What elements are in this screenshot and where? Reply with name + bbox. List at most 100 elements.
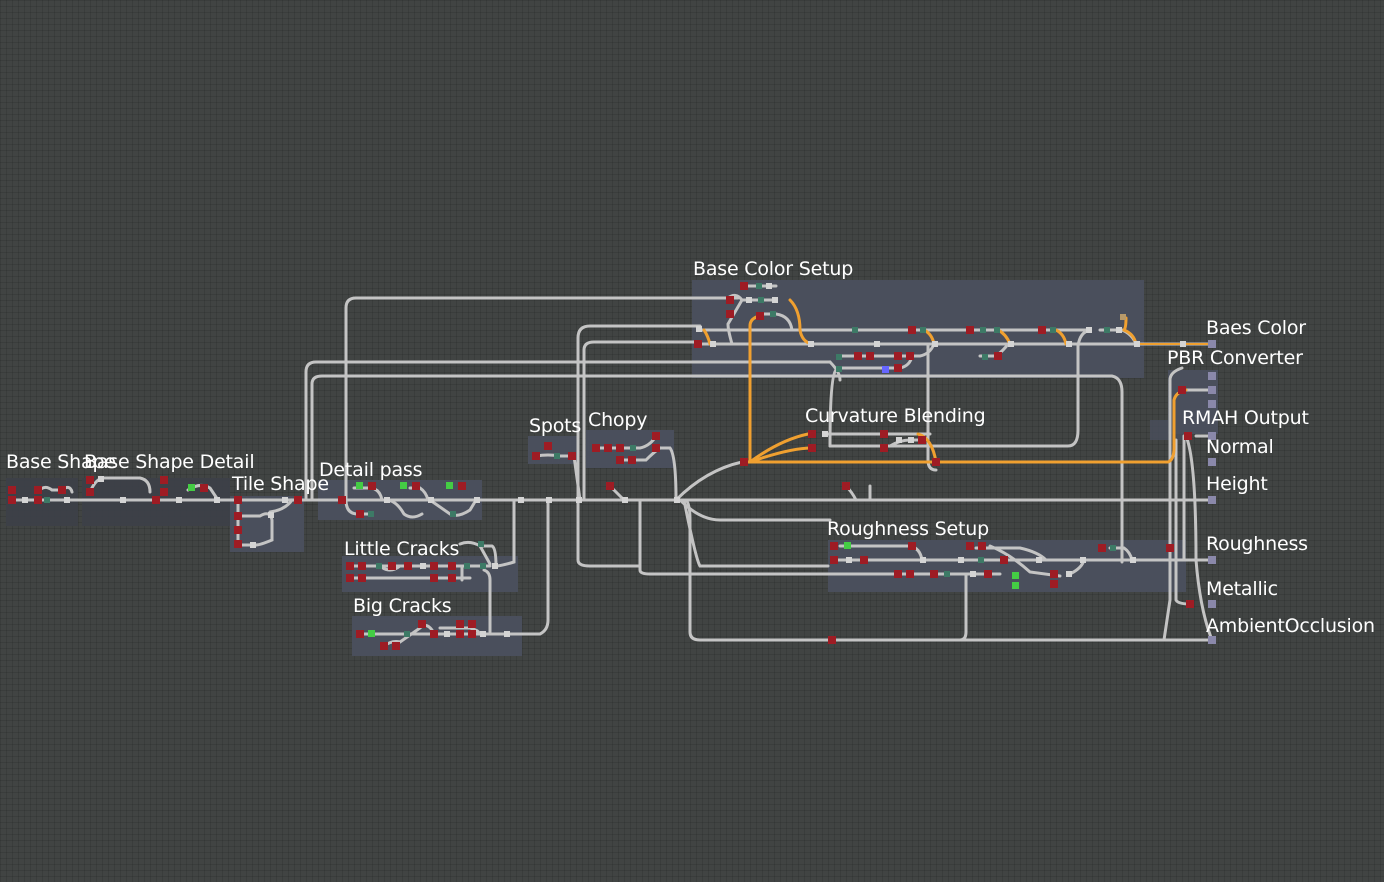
node-lc-red-2[interactable] [346,574,354,582]
node-bcs-gray-6[interactable] [808,341,814,347]
frame-title-little-cracks[interactable]: Little Cracks [344,538,460,560]
node-ts-red-3[interactable] [234,526,242,534]
node-lc-red-5[interactable] [388,562,396,570]
node-ch-red-5[interactable] [628,456,636,464]
node-bc-gray-2[interactable] [480,631,486,637]
node-rs-red-8[interactable] [906,570,914,578]
node-bc-red-7[interactable] [456,630,464,638]
node-rs-gray-8[interactable] [1130,557,1136,563]
node-bsd-red-3[interactable] [160,476,168,484]
node-dp-red-3[interactable] [458,482,466,490]
node-bc-red-9[interactable] [468,630,476,638]
node-bsd-red-1[interactable] [86,476,94,484]
node-bcs-teal-9[interactable] [1104,327,1110,333]
node-dp-gray-1[interactable] [384,497,390,503]
node-cb-red-1[interactable] [740,458,748,466]
node-lc-teal-4[interactable] [478,541,484,547]
node-lc-red-8[interactable] [430,574,438,582]
node-cb-red-6[interactable] [918,436,926,444]
node-rs-red-9[interactable] [930,570,938,578]
node-rs-red-16[interactable] [1186,600,1194,608]
node-bcs-red-10[interactable] [866,352,874,360]
node-lc-gray-3[interactable] [518,497,524,503]
node-rs-red-3[interactable] [860,556,868,564]
node-ch-red-2[interactable] [604,444,612,452]
node-ch-red-1[interactable] [592,444,600,452]
node-bcs-teal-2[interactable] [758,297,764,303]
node-rs-gray-6[interactable] [1066,571,1072,577]
node-bcs-red-14[interactable] [994,352,1002,360]
node-dp-teal-2[interactable] [450,511,456,517]
node-bcs-red-6[interactable] [908,326,916,334]
output-port-base-color[interactable] [1208,340,1216,348]
node-bcs-teal-10[interactable] [836,354,842,360]
output-port-metallic[interactable] [1208,600,1216,608]
node-bcs-gray-13[interactable] [1134,341,1140,347]
node-bsd-red-5[interactable] [200,484,208,492]
node-lc-red-6[interactable] [404,562,412,570]
node-bcs-gray-2[interactable] [746,297,752,303]
node-bsd-red-2[interactable] [86,488,94,496]
node-bsd-red-4[interactable] [160,488,168,496]
node-rs-red-4[interactable] [908,542,916,550]
node-rs-gray-4[interactable] [970,571,976,577]
frame-title-spots[interactable]: Spots [529,415,582,437]
frame-title-detail-pass[interactable]: Detail pass [319,459,423,481]
node-ts-gray-3[interactable] [282,497,288,503]
node-bcs-gray-4[interactable] [696,326,702,332]
node-dp-green-3[interactable] [446,482,453,489]
node-bs-teal-1[interactable] [44,497,50,503]
output-port-rmah[interactable] [1208,432,1216,440]
node-rs-gray-1[interactable] [846,557,852,563]
node-cb-gray-1[interactable] [822,431,828,437]
node-bs-red-4[interactable] [34,496,42,504]
node-dp-red-2[interactable] [412,482,420,490]
frame-title-tile-shape[interactable]: Tile Shape [232,473,329,495]
node-ts-gray-2[interactable] [268,512,274,518]
node-rs-red-15[interactable] [1166,544,1174,552]
node-ch-red-6[interactable] [652,432,660,440]
node-bs-red-1[interactable] [8,486,16,494]
node-bcs-red-3[interactable] [726,310,734,318]
node-bcs-red-1[interactable] [740,282,748,290]
node-rs-red-2[interactable] [830,556,838,564]
node-sp-red-1[interactable] [532,452,540,460]
output-port-normal[interactable] [1208,458,1216,466]
node-lc-red-10[interactable] [448,574,456,582]
node-lc-red-9[interactable] [448,562,456,570]
node-dp-green-1[interactable] [356,482,363,489]
node-lc-teal-3[interactable] [480,563,486,569]
frame-title-big-cracks[interactable]: Big Cracks [353,595,452,617]
node-bcs-tan-1[interactable] [1120,314,1126,320]
node-bs-red-2[interactable] [8,496,16,504]
node-ts-red-2[interactable] [234,512,242,520]
node-rs-gray-3[interactable] [958,557,964,563]
node-rs-teal-2[interactable] [944,571,950,577]
output-port-ambient-occlusion[interactable] [1208,636,1216,644]
node-bcs-red-4[interactable] [756,312,764,320]
node-bcs-gray-7[interactable] [874,341,880,347]
node-lc-teal-2[interactable] [464,563,470,569]
node-rs-red-14[interactable] [1098,544,1106,552]
node-bcs-red-13[interactable] [894,364,902,372]
node-dp-gray-3[interactable] [474,497,480,503]
output-port-roughness[interactable] [1208,556,1216,564]
node-lc-red-3[interactable] [358,562,366,570]
node-cb-red-7[interactable] [932,458,940,466]
node-rs-red-6[interactable] [978,542,986,550]
node-bc-red-6[interactable] [456,620,464,628]
node-bcs-teal-4[interactable] [852,327,858,333]
output-port-pbr-3[interactable] [1208,400,1216,408]
node-lc-red-4[interactable] [358,574,366,582]
node-bsd-gray-4[interactable] [176,497,182,503]
node-bsd-gray-2[interactable] [120,497,126,503]
node-ts-gray-1[interactable] [250,542,256,548]
node-bcs-gray-1[interactable] [766,283,772,289]
node-bcs-teal-8[interactable] [1050,327,1056,333]
node-cb-red-4[interactable] [880,430,888,438]
node-bsd-gray-5[interactable] [214,497,220,503]
node-ts-red-4[interactable] [234,540,242,548]
node-bc-gray-3[interactable] [504,631,510,637]
node-sp-red-2[interactable] [544,442,552,450]
